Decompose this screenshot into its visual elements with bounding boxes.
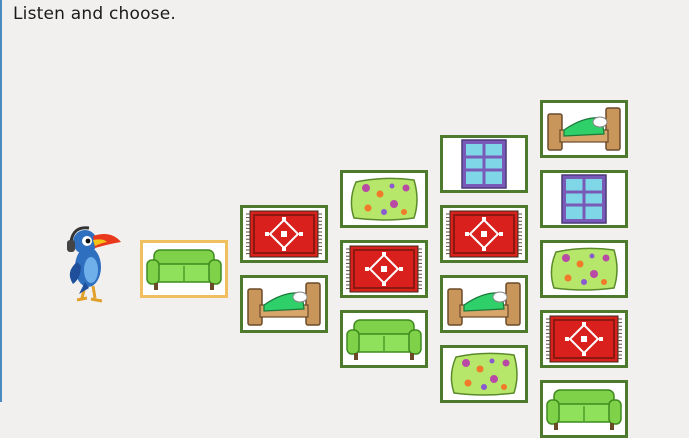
rug-icon [446, 210, 522, 258]
toucan-mascot-icon [67, 226, 121, 303]
answer-tile-bed[interactable] [540, 100, 628, 158]
answer-tile-sofa[interactable] [540, 380, 628, 438]
answer-tile-cushion[interactable] [440, 345, 528, 403]
cushion-icon [550, 247, 618, 291]
window-icon [561, 174, 607, 224]
answer-tile-bed[interactable] [440, 275, 528, 333]
answer-tile-cushion[interactable] [340, 170, 428, 228]
cushion-icon [450, 352, 518, 396]
answer-tile-window[interactable] [440, 135, 528, 193]
answer-tile-rug[interactable] [340, 240, 428, 298]
sofa-icon [346, 319, 422, 360]
rug-icon [546, 315, 622, 363]
window-icon [461, 139, 507, 189]
bed-icon [447, 282, 521, 326]
answer-tile-rug[interactable] [440, 205, 528, 263]
answer-tile-cushion[interactable] [540, 240, 628, 298]
answer-tile-rug[interactable] [240, 205, 328, 263]
sofa-icon [546, 389, 622, 430]
cushion-icon [350, 177, 418, 221]
answer-tile-bed[interactable] [240, 275, 328, 333]
answer-tile-rug[interactable] [540, 310, 628, 368]
instruction-text: Listen and choose. [13, 4, 176, 24]
bed-icon [547, 107, 621, 151]
answer-tile-sofa[interactable] [140, 240, 228, 298]
window-left-edge [0, 0, 2, 402]
answer-tile-window[interactable] [540, 170, 628, 228]
rug-icon [346, 245, 422, 293]
answer-tile-sofa[interactable] [340, 310, 428, 368]
sofa-icon [146, 249, 222, 290]
rug-icon [246, 210, 322, 258]
bed-icon [247, 282, 321, 326]
